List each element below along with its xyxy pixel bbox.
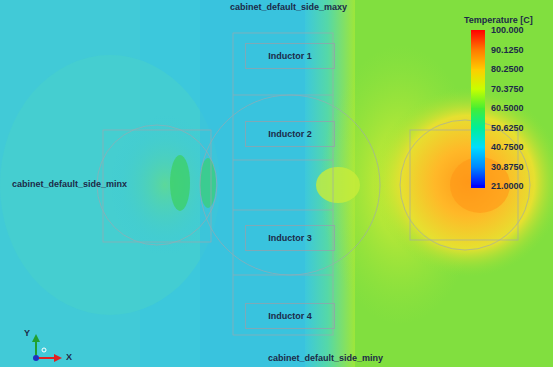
legend-value: 80.2500 [491,64,524,75]
legend-value: 50.6250 [491,123,524,134]
boundary-label: cabinet_default_side_miny [268,353,383,364]
part-label: Inductor 4 [268,311,312,322]
axis-label: Y [24,328,30,339]
part-label: Inductor 2 [268,129,312,140]
colorbar-segment [471,167,485,187]
colorbar-segment [471,69,485,89]
legend-value: 100.000 [491,25,524,36]
inductor-box: Inductor 4 [245,303,335,329]
legend-value: 60.5000 [491,103,524,114]
axis-label: X [66,352,72,363]
legend-value: 70.3750 [491,84,524,95]
colorbar-segment [471,128,485,148]
colorbar-segment [471,50,485,70]
inductor-box: Inductor 1 [245,43,335,69]
colorbar-segment [471,108,485,128]
colorbar-segment [471,89,485,109]
inductor-box: Inductor 3 [245,225,335,251]
boundary-label: cabinet_default_side_maxy [230,2,347,13]
colorbar-segment [471,185,485,188]
axis-triad [32,334,62,362]
legend-value: 21.0000 [491,181,524,192]
part-label: Inductor 1 [268,51,312,62]
colorbar-segment [471,30,485,50]
legend-title: Temperature [C] [464,15,533,26]
boundary-label: cabinet_default_side_minx [12,179,127,190]
legend-value: 40.7500 [491,142,524,153]
part-label: Inductor 3 [268,233,312,244]
colorbar-segment [471,147,485,167]
inductor-box: Inductor 2 [245,121,335,147]
legend-value: 90.1250 [491,45,524,56]
legend-value: 30.8750 [491,162,524,173]
